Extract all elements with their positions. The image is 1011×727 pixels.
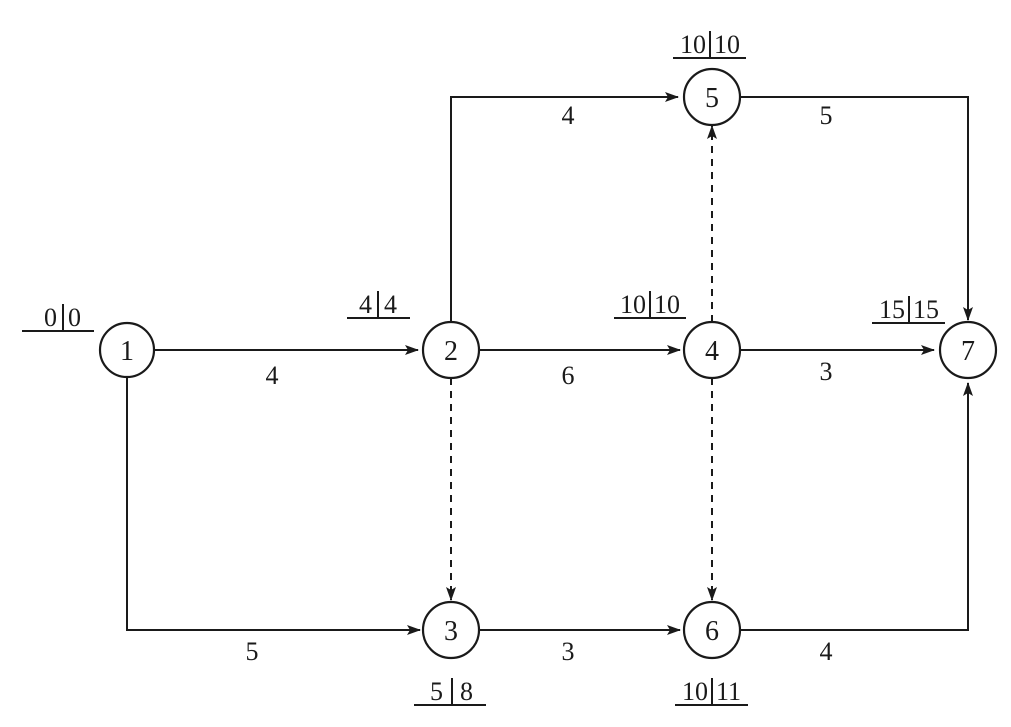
node-5-late: 10 bbox=[714, 30, 740, 59]
node-6-early: 10 bbox=[682, 677, 708, 706]
duration-4-7: 3 bbox=[820, 357, 833, 386]
node-1-early: 0 bbox=[44, 303, 57, 332]
node-4-late: 10 bbox=[654, 290, 680, 319]
node-4-label: 4 bbox=[705, 336, 719, 367]
edges bbox=[126, 92, 973, 635]
node-7: 7 bbox=[938, 320, 998, 380]
node-6: 6 bbox=[682, 600, 742, 660]
node-7-label: 7 bbox=[961, 336, 975, 367]
duration-1-2: 4 bbox=[266, 361, 279, 390]
time-label-node-7: 15 15 bbox=[872, 295, 945, 324]
duration-3-6: 3 bbox=[562, 637, 575, 666]
node-2-label: 2 bbox=[444, 336, 458, 367]
node-3-early: 5 bbox=[430, 677, 443, 706]
duration-6-7: 4 bbox=[820, 637, 833, 666]
node-5-label: 5 bbox=[705, 83, 719, 114]
node-3-label: 3 bbox=[444, 616, 458, 647]
time-label-node-6: 10 11 bbox=[675, 677, 748, 706]
node-7-late: 15 bbox=[913, 295, 939, 324]
duration-2-4: 6 bbox=[562, 361, 575, 390]
duration-5-7: 5 bbox=[820, 101, 833, 130]
time-label-node-5: 10 10 bbox=[673, 30, 746, 59]
node-7-early: 15 bbox=[879, 295, 905, 324]
node-5: 5 bbox=[682, 67, 742, 127]
duration-1-3: 5 bbox=[246, 637, 259, 666]
edge-1-3 bbox=[126, 376, 421, 635]
node-2-early: 4 bbox=[359, 290, 372, 319]
node-2: 2 bbox=[421, 320, 481, 380]
node-1-label: 1 bbox=[120, 336, 134, 367]
node-3-late: 8 bbox=[460, 677, 473, 706]
time-label-node-4: 10 10 bbox=[614, 290, 686, 319]
time-label-node-1: 0 0 bbox=[22, 303, 94, 332]
node-5-early: 10 bbox=[680, 30, 706, 59]
time-labels: 0 0 4 4 5 8 10 10 10 10 bbox=[22, 30, 945, 706]
node-1: 1 bbox=[98, 321, 156, 379]
duration-labels: 4 5 4 6 3 3 5 4 bbox=[246, 101, 833, 666]
time-label-node-2: 4 4 bbox=[347, 290, 410, 319]
node-6-late: 11 bbox=[716, 677, 741, 706]
node-4-early: 10 bbox=[620, 290, 646, 319]
edge-2-5 bbox=[450, 92, 679, 322]
node-3: 3 bbox=[421, 600, 481, 660]
edge-6-7 bbox=[741, 382, 973, 631]
edge-5-7 bbox=[741, 96, 973, 321]
node-1-late: 0 bbox=[68, 303, 81, 332]
time-label-node-3: 5 8 bbox=[414, 677, 486, 706]
node-6-label: 6 bbox=[705, 616, 719, 647]
node-4: 4 bbox=[682, 320, 742, 380]
node-2-late: 4 bbox=[384, 290, 397, 319]
duration-2-5: 4 bbox=[562, 101, 575, 130]
nodes: 1 2 3 4 5 6 7 bbox=[98, 67, 998, 660]
